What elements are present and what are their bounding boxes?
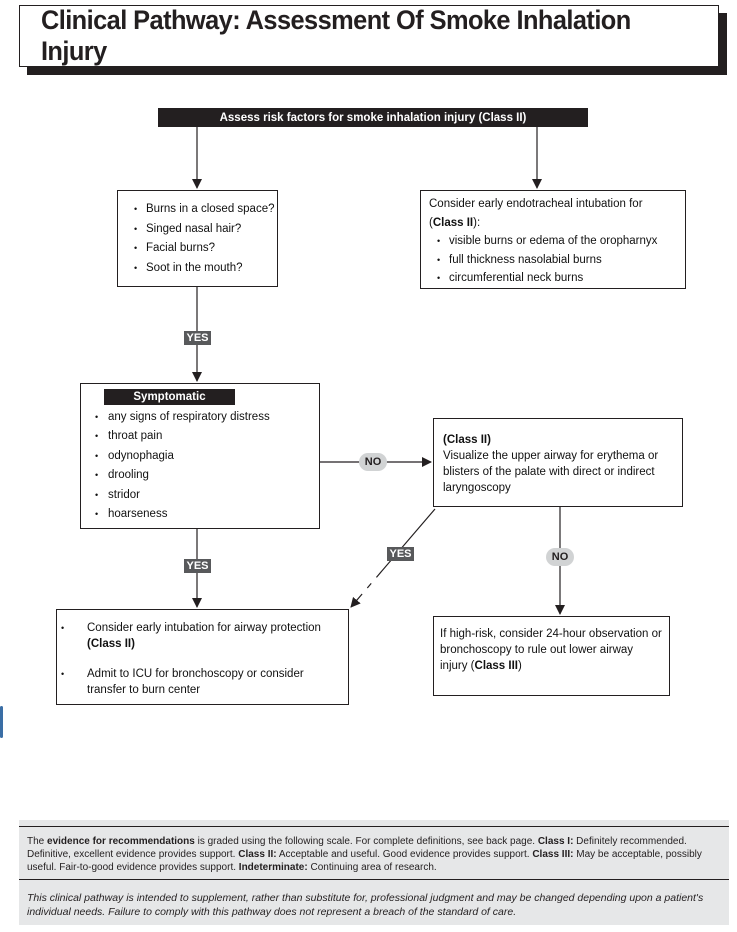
intubation-intro: Consider early endotracheal intubation f… — [429, 198, 643, 210]
yes-label-visualize: YES — [387, 547, 414, 561]
symptomatic-heading: Symptomatic — [104, 389, 235, 405]
page-title: Clinical Pathway: Assessment Of Smoke In… — [40, 5, 631, 66]
list-item: Facial burns? — [132, 239, 277, 259]
list-item: Burns in a closed space? — [132, 200, 277, 220]
footer-rule-top — [19, 826, 729, 827]
evidence-scale-text: The evidence for recommendations is grad… — [27, 836, 702, 873]
title-box: Clinical Pathway: Assessment Of Smoke In… — [19, 5, 719, 67]
early-intubation-box: Consider early endotracheal intubation f… — [420, 190, 686, 289]
symptom-list: any signs of respiratory distress throat… — [95, 408, 319, 525]
airway-protection-box: Consider early intubation for airway pro… — [56, 609, 349, 705]
no-label-visualize: NO — [546, 548, 574, 566]
list-item: visible burns or edema of the oropharnyx — [429, 232, 677, 251]
list-item: full thickness nasolabial burns — [429, 251, 677, 270]
visualize-text: Visualize the upper airway for erythema … — [443, 450, 659, 494]
list-item: throat pain — [95, 427, 319, 447]
yes-label-symptomatic: YES — [184, 559, 211, 573]
risk-factors-list: Burns in a closed space? Singed nasal ha… — [132, 200, 277, 278]
assess-risk-header: Assess risk factors for smoke inhalation… — [158, 108, 588, 127]
risk-factors-box: Burns in a closed space? Singed nasal ha… — [117, 190, 278, 287]
list-item: odynophagia — [95, 447, 319, 467]
list-item: circumferential neck burns — [429, 269, 677, 288]
no-label-symptomatic: NO — [359, 453, 387, 471]
list-item: Soot in the mouth? — [132, 259, 277, 279]
yes-label-risk: YES — [184, 331, 211, 345]
protection-item-intubation: Consider early intubation for airway pro… — [61, 620, 338, 652]
observation-box: If high-risk, consider 24-hour observati… — [433, 616, 670, 696]
list-item: stridor — [95, 486, 319, 506]
visualize-class: (Class II) — [443, 434, 491, 446]
list-item: Singed nasal hair? — [132, 220, 277, 240]
visualize-airway-box: (Class II) Visualize the upper airway fo… — [433, 418, 683, 507]
list-item: any signs of respiratory distress — [95, 408, 319, 428]
intubation-class: (Class II): — [429, 216, 481, 229]
evidence-footer: The evidence for recommendations is grad… — [19, 820, 729, 925]
footer-rule-mid — [19, 879, 729, 880]
list-item: hoarseness — [95, 505, 319, 525]
intubation-list: visible burns or edema of the oropharnyx… — [429, 232, 677, 288]
symptomatic-box: Symptomatic any signs of respiratory dis… — [80, 383, 320, 529]
protection-item-icu: Admit to ICU for bronchoscopy or conside… — [61, 666, 338, 698]
list-item: drooling — [95, 466, 319, 486]
disclaimer-text: This clinical pathway is intended to sup… — [27, 892, 704, 918]
page-edge-mark — [0, 706, 3, 738]
